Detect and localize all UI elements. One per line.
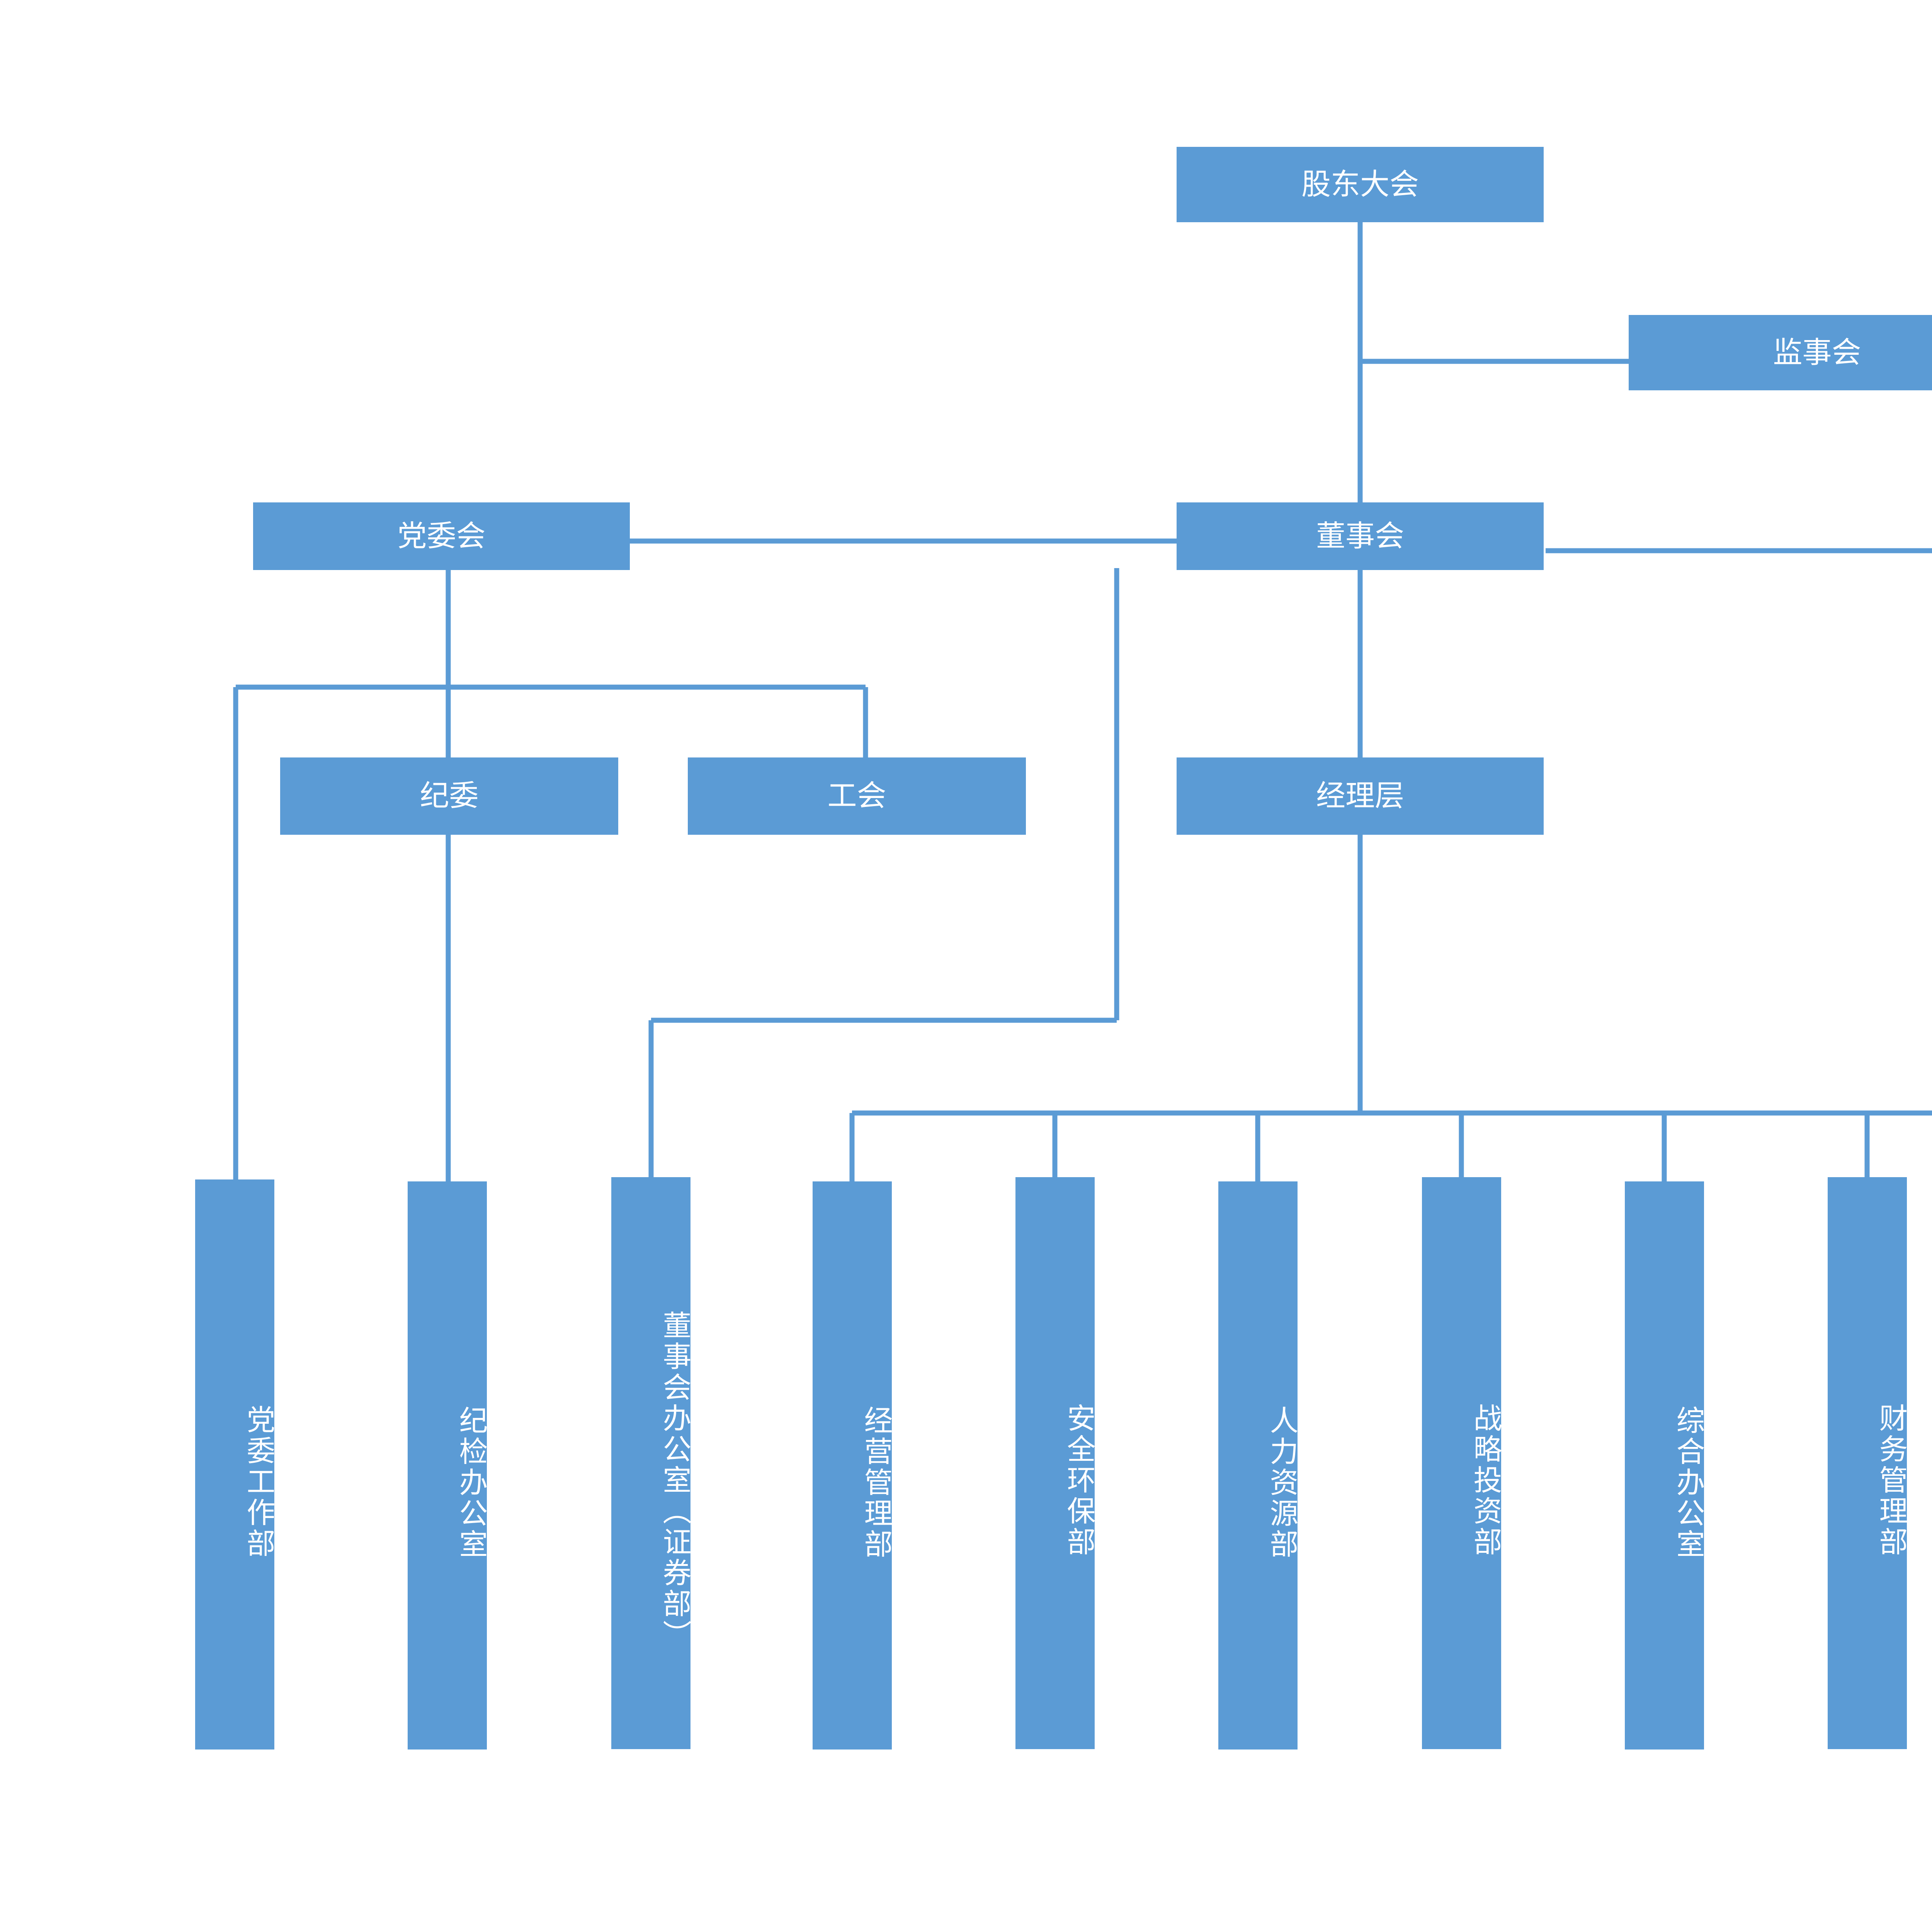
node-dept-party-work[interactable]: 党委工作部 (195, 1179, 275, 1750)
label-party-committee: 党委会 (397, 519, 486, 553)
node-supervisory-board[interactable]: 监事会 (1629, 315, 1932, 390)
label-supervisory-board: 监事会 (1773, 336, 1861, 369)
label-dept-operations: 经营管理部 (860, 1406, 892, 1560)
label-dept-discipline-office: 纪检办公室 (455, 1406, 487, 1560)
label-dept-board-office: 董事会办公室（证券部） (659, 1310, 691, 1651)
label-dept-general-office: 综合办公室 (1672, 1406, 1704, 1560)
node-dept-operations[interactable]: 经营管理部 (813, 1181, 892, 1750)
node-dept-discipline-office[interactable]: 纪检办公室 (408, 1181, 487, 1750)
label-discipline-committee: 纪委 (420, 779, 479, 813)
node-management-layer[interactable]: 经理层 (1177, 757, 1544, 835)
label-dept-finance: 财务管理部 (1875, 1403, 1907, 1558)
label-dept-party-work: 党委工作部 (243, 1404, 275, 1559)
node-board-of-directors[interactable]: 董事会 (1177, 502, 1544, 570)
label-management-layer: 经理层 (1316, 779, 1404, 813)
node-discipline-committee[interactable]: 纪委 (280, 757, 618, 835)
label-dept-strategy-investment: 战略投资部 (1469, 1403, 1502, 1558)
node-dept-strategy-investment[interactable]: 战略投资部 (1422, 1177, 1502, 1749)
node-shareholders-meeting[interactable]: 股东大会 (1177, 147, 1544, 222)
node-labor-union[interactable]: 工会 (688, 757, 1026, 835)
node-party-committee[interactable]: 党委会 (253, 502, 630, 570)
node-dept-general-office[interactable]: 综合办公室 (1625, 1181, 1704, 1750)
label-board-of-directors: 董事会 (1316, 519, 1404, 553)
node-dept-safety-environment[interactable]: 安全环保部 (1015, 1177, 1095, 1749)
node-dept-human-resources[interactable]: 人力资源部 (1218, 1181, 1298, 1750)
label-labor-union: 工会 (827, 779, 886, 813)
node-dept-board-office[interactable]: 董事会办公室（证券部） (611, 1177, 691, 1749)
node-dept-finance[interactable]: 财务管理部 (1828, 1177, 1907, 1749)
label-shareholders-meeting: 股东大会 (1301, 168, 1419, 201)
label-dept-safety-environment: 安全环保部 (1063, 1403, 1095, 1558)
label-dept-human-resources: 人力资源部 (1266, 1406, 1298, 1560)
